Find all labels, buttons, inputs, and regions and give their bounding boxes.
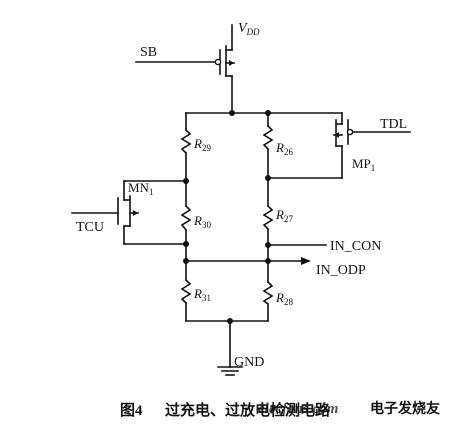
right-resistor-chain — [262, 112, 274, 322]
in-con-label: IN_CON — [330, 239, 381, 254]
in-odp-label: IN_ODP — [316, 263, 366, 278]
watermark-brand: 电子发烧友 — [370, 400, 440, 417]
r29-label: R29 — [193, 136, 211, 153]
gnd-label: GND — [234, 355, 264, 370]
mn1-label: MN1 — [128, 180, 153, 197]
pmos-sb-transistor — [135, 24, 235, 114]
r31-label: R31 — [193, 286, 211, 303]
mp1-label: MP1 — [352, 156, 375, 173]
left-resistor-chain — [180, 112, 192, 322]
figure-title: 过充电、过放电检测电路 — [165, 401, 331, 419]
sb-label: SB — [140, 45, 157, 60]
watermark-site: elecfans.com — [258, 401, 338, 417]
r28-label: R28 — [275, 290, 293, 307]
ground-symbol — [217, 320, 243, 376]
r26-label: R26 — [275, 140, 293, 157]
vdd-label: VDD — [238, 21, 260, 37]
figure-number: 图4 — [120, 402, 143, 419]
r27-label: R27 — [275, 207, 293, 224]
mp1-transistor — [265, 112, 411, 181]
tcu-label: TCU — [76, 220, 104, 235]
r30-label: R30 — [193, 213, 211, 230]
mn1-transistor — [71, 178, 189, 247]
tdl-label: TDL — [380, 117, 407, 132]
